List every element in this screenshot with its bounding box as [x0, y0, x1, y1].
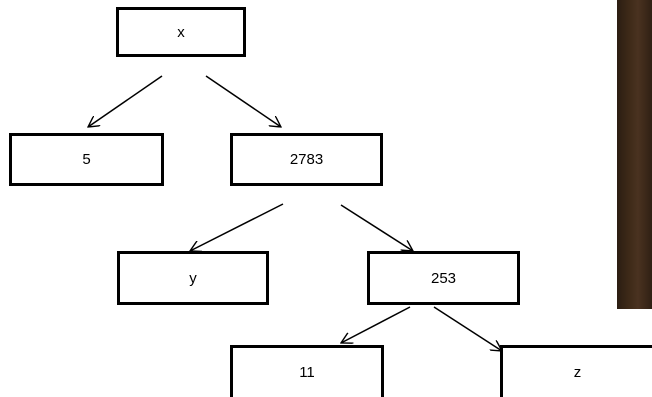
edge-2783-253 [340, 204, 413, 251]
node-253: 253 [367, 251, 520, 305]
node-11: 11 [230, 345, 384, 397]
node-label: 11 [299, 364, 315, 381]
edge-x-2783 [205, 75, 281, 127]
node-label: x [177, 23, 185, 41]
node-label: 253 [430, 269, 457, 287]
node-y: y [117, 251, 269, 305]
node-x: x [116, 7, 246, 57]
node-label: 2783 [289, 151, 324, 168]
edge-x-5 [88, 75, 163, 127]
edge-253-11 [341, 306, 411, 343]
background-photo-strip [617, 0, 652, 309]
node-label: y [189, 269, 197, 287]
node-label: 5 [82, 151, 91, 168]
node-5: 5 [9, 133, 164, 186]
edge-2783-y [190, 203, 284, 251]
node-2783: 2783 [230, 133, 383, 186]
edge-253-z [433, 306, 502, 351]
node-label: z [573, 364, 582, 381]
node-z: z [500, 345, 652, 397]
